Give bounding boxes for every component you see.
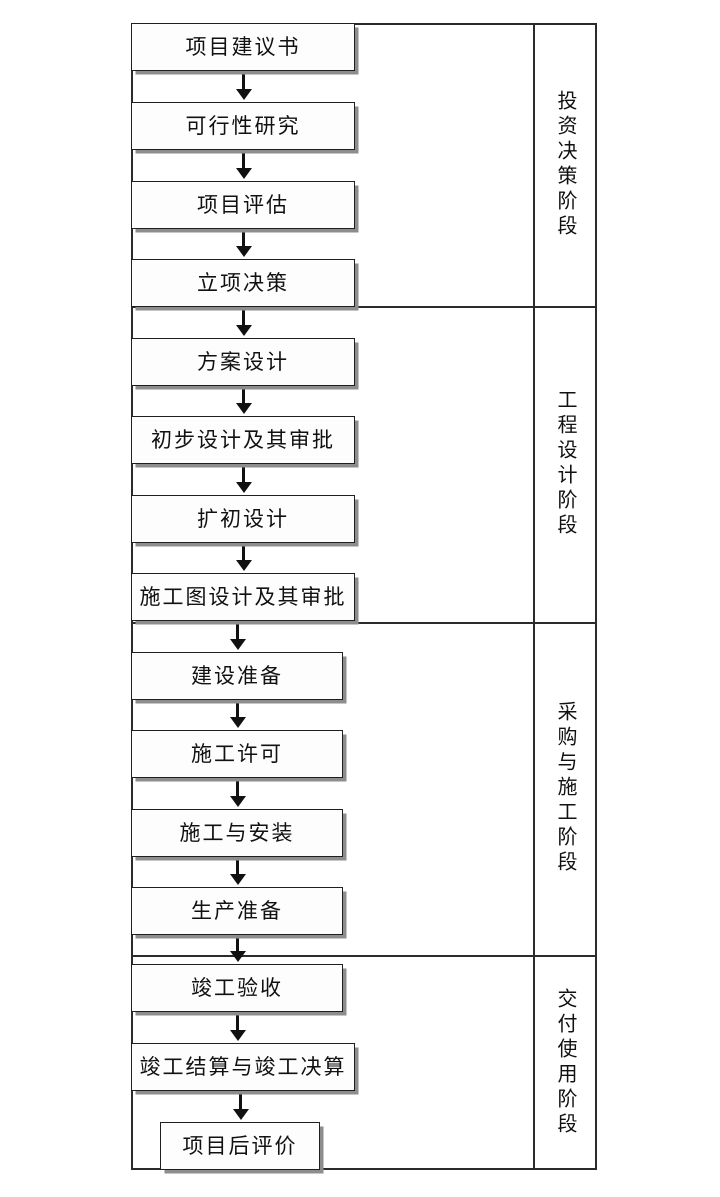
flow-arrow [242,150,245,170]
step-completion-acceptance[interactable]: 竣工验收 [131,964,343,1012]
step-extended-preliminary[interactable]: 扩初设计 [131,495,355,543]
step-feasibility-study[interactable]: 可行性研究 [131,102,355,150]
frame-row-divider-1 [133,306,595,308]
step-post-evaluation[interactable]: 项目后评价 [160,1122,320,1170]
frame-column-divider [533,25,535,1168]
flow-arrow [242,229,245,248]
step-project-proposal[interactable]: 项目建议书 [131,23,355,71]
flow-arrow [242,543,245,562]
flow-arrow [236,1012,239,1032]
step-scheme-design[interactable]: 方案设计 [131,338,355,386]
frame-row-divider-3 [133,955,595,957]
flow-arrow [242,71,245,91]
step-final-settlement[interactable]: 竣工结算与竣工决算 [131,1043,355,1091]
flow-arrow [236,778,239,798]
flow-arrow [236,857,239,876]
flow-arrow [236,621,239,641]
flow-arrow [236,700,239,719]
step-construction-installation[interactable]: 施工与安装 [131,809,343,857]
step-project-appraisal[interactable]: 项目评估 [131,181,355,229]
step-approval-decision[interactable]: 立项决策 [131,259,355,307]
flow-arrow [242,464,245,484]
step-construction-preparation[interactable]: 建设准备 [131,652,343,700]
flow-arrow [242,386,245,405]
flow-arrow [239,1091,242,1111]
step-construction-drawing[interactable]: 施工图设计及其审批 [131,573,355,621]
frame-row-divider-2 [133,622,595,624]
flow-arrow [242,307,245,327]
step-construction-permit[interactable]: 施工许可 [131,730,343,778]
step-preliminary-design[interactable]: 初步设计及其审批 [131,416,355,464]
flow-arrow [236,935,239,953]
step-production-preparation[interactable]: 生产准备 [131,887,343,935]
